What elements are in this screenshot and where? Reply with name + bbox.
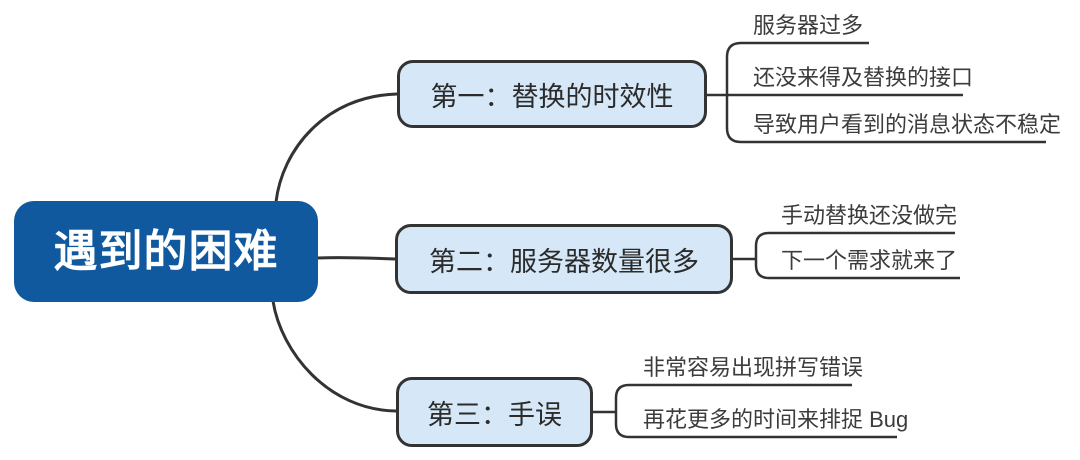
leaf-topic-2-1[interactable]: 手动替换还没做完: [781, 203, 958, 228]
connector-branch3-bracket: [614, 383, 897, 439]
connector-root-branch2: [317, 256, 396, 261]
leaf-topic-3-2[interactable]: 再花更多的时间来排捉 Bug: [643, 407, 909, 432]
connector-root-branch1: [274, 92, 398, 203]
leaf-topic-1-3[interactable]: 导致用户看到的消息状态不稳定: [753, 112, 1062, 137]
connector-branch2-bracket: [754, 231, 960, 280]
root-topic[interactable]: 遇到的困难: [14, 201, 318, 302]
branch-topic-2[interactable]: 第二：服务器数量很多: [395, 224, 733, 294]
branch-topic-1[interactable]: 第一：替换的时效性: [397, 60, 707, 128]
connector-branch1-bracket: [725, 41, 1046, 144]
leaf-topic-3-1[interactable]: 非常容易出现拼写错误: [643, 355, 864, 380]
leaf-topic-1-1[interactable]: 服务器过多: [753, 13, 864, 38]
leaf-topic-1-2[interactable]: 还没来得及替换的接口: [753, 65, 974, 90]
leaf-topic-2-2[interactable]: 下一个需求就来了: [781, 248, 958, 273]
connector-root-branch3: [271, 300, 397, 413]
branch-topic-3[interactable]: 第三：手误: [396, 377, 593, 447]
